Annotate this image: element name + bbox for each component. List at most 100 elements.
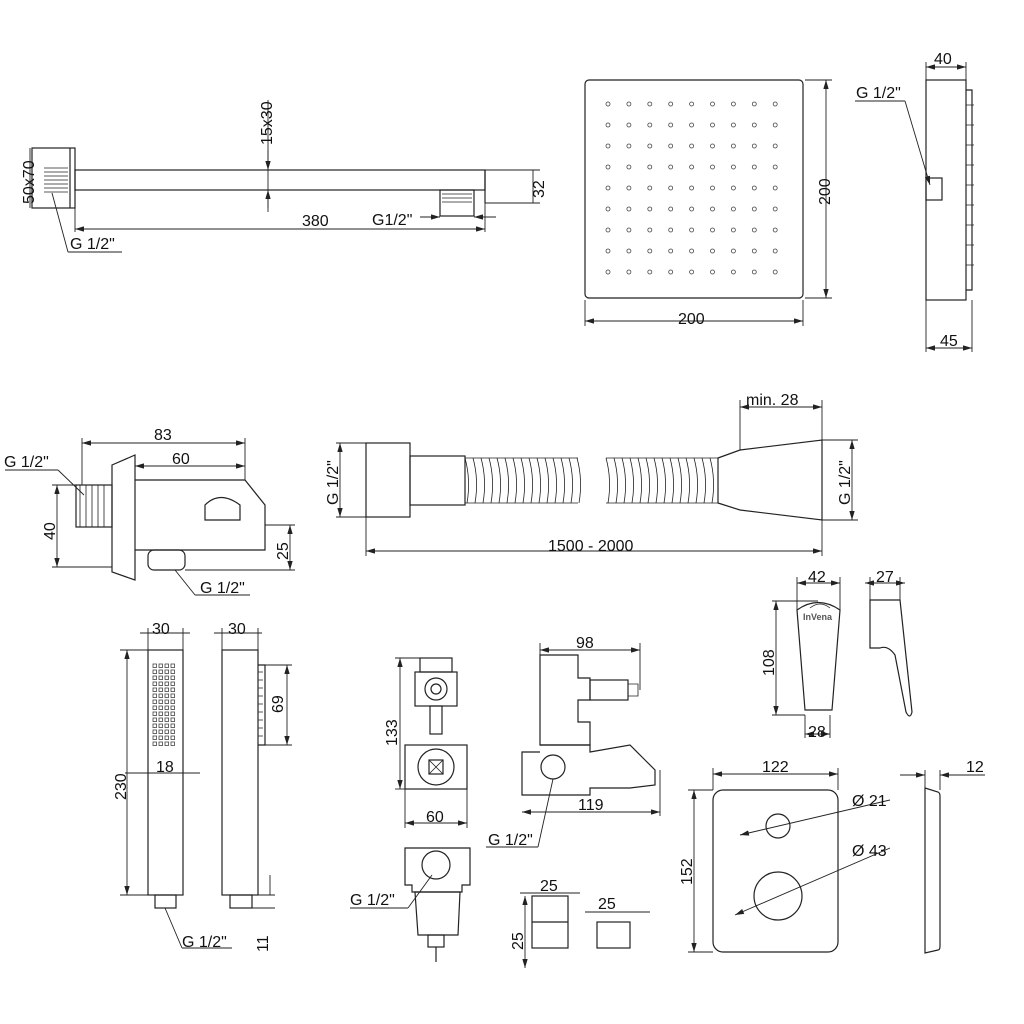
valve-height-label: 133: [384, 719, 401, 746]
nozzle-dot: [605, 101, 611, 107]
nozzle-dot: [710, 143, 715, 149]
plate-height-label: 152: [679, 858, 696, 885]
hose-coil: [536, 457, 541, 504]
nozzle-square: [158, 705, 163, 710]
nozzle-dot: [772, 269, 778, 275]
nozzle-square: [158, 741, 163, 746]
nozzle-dot: [647, 101, 653, 107]
handle-top-width-label: 42: [808, 569, 826, 586]
nozzle-dot: [710, 248, 715, 254]
nozzle-square: [152, 735, 157, 740]
nozzle-dot: [772, 143, 778, 149]
nozzle-dot: [668, 185, 674, 191]
nozzle-dot: [731, 143, 736, 149]
nozzle-dot: [689, 122, 694, 128]
nozzle-dot: [647, 122, 653, 128]
nozzle-dot: [605, 185, 611, 191]
nozzle-dot: [731, 164, 736, 170]
nozzle-square: [170, 741, 175, 746]
nozzle-square: [152, 741, 157, 746]
nozzle-square: [164, 693, 169, 698]
nozzle-square: [152, 705, 157, 710]
nozzle-square: [170, 735, 175, 740]
nozzle-square: [170, 729, 175, 734]
hose-coil: [645, 457, 650, 504]
hose-coil: [496, 457, 501, 504]
nozzle-dot: [689, 101, 694, 107]
nozzle-dot: [731, 248, 736, 254]
hose-coil: [520, 457, 525, 504]
nozzle-dot: [710, 185, 715, 191]
nozzle-dot: [626, 122, 632, 128]
nozzle-dot: [751, 269, 757, 275]
outlet-thread-bottom-label: G 1/2": [200, 580, 245, 597]
nozzle-square: [158, 699, 163, 704]
hose-coil: [629, 457, 634, 504]
nozzle-dot: [689, 164, 694, 170]
nozzle-square: [164, 735, 169, 740]
nozzle-square: [152, 681, 157, 686]
ext-width-b-label: 25: [598, 896, 616, 913]
hs-side-width-label: 30: [228, 621, 246, 638]
nozzle-square: [164, 675, 169, 680]
ext-width-a-label: 25: [540, 878, 558, 895]
nozzle-square: [152, 729, 157, 734]
hose-coil: [669, 457, 674, 504]
head-width-label: 200: [678, 311, 705, 328]
nozzle-square: [158, 717, 163, 722]
nozzle-dot: [710, 269, 715, 275]
valve-depth-total-label: 119: [578, 797, 604, 814]
handle-height-label: 108: [761, 649, 778, 676]
nozzle-square: [158, 735, 163, 740]
nozzle-dot: [710, 227, 715, 233]
arm-flange-label: 50x70: [21, 160, 38, 204]
nozzle-square: [158, 723, 163, 728]
nozzle-dot: [710, 101, 715, 107]
arm-outlet-thread-label: G1/2": [372, 212, 412, 229]
hose-coils: [464, 457, 714, 504]
nozzle-dot: [772, 185, 778, 191]
nozzle-dot: [751, 206, 757, 212]
nozzle-dot: [710, 206, 715, 212]
nozzle-square: [170, 687, 175, 692]
nozzle-square: [164, 699, 169, 704]
hose-coil: [512, 457, 517, 504]
plate-width-label: 122: [762, 759, 789, 776]
nozzle-square: [164, 717, 169, 722]
handle-side-width-label: 27: [876, 569, 894, 586]
nozzle-dot: [689, 269, 694, 275]
nozzle-square: [158, 681, 163, 686]
nozzle-dot: [751, 248, 757, 254]
nozzle-dot: [647, 164, 653, 170]
concealed-valve: 133 60 98 119 G 1/2" G 1/2": [350, 635, 661, 962]
hose-coil: [480, 457, 485, 504]
nozzle-square: [170, 711, 175, 716]
hs-thread-length-label: 11: [255, 935, 272, 952]
nozzle-dot: [689, 185, 694, 191]
valve-depth-label: 98: [576, 635, 594, 652]
hose-coil: [653, 457, 658, 504]
nozzle-square: [170, 663, 175, 668]
nozzle-dot: [626, 164, 632, 170]
hose-coil: [621, 457, 626, 504]
head-depth-label: 40: [934, 51, 952, 68]
head-side-depth-label: 45: [940, 333, 958, 350]
nozzle-dot: [626, 101, 632, 107]
nozzle-dot: [668, 269, 674, 275]
nozzle-dot: [605, 206, 611, 212]
outlet-overall-label: 83: [154, 427, 172, 444]
hose-coil: [528, 457, 533, 504]
nozzle-dot: [626, 269, 632, 275]
hs-front-width-label: 30: [152, 621, 170, 638]
nozzle-square: [152, 699, 157, 704]
hand-shower: 30 18 230 G 1/2" 30 69 11: [113, 621, 292, 952]
nozzle-dot: [710, 122, 715, 128]
nozzle-dot: [689, 143, 694, 149]
nozzle-square: [164, 741, 169, 746]
nozzle-dot: [668, 101, 674, 107]
nozzle-dot: [751, 227, 757, 233]
nozzle-square: [152, 723, 157, 728]
nozzle-square: [158, 663, 163, 668]
brand-logo: InVena: [803, 612, 833, 622]
